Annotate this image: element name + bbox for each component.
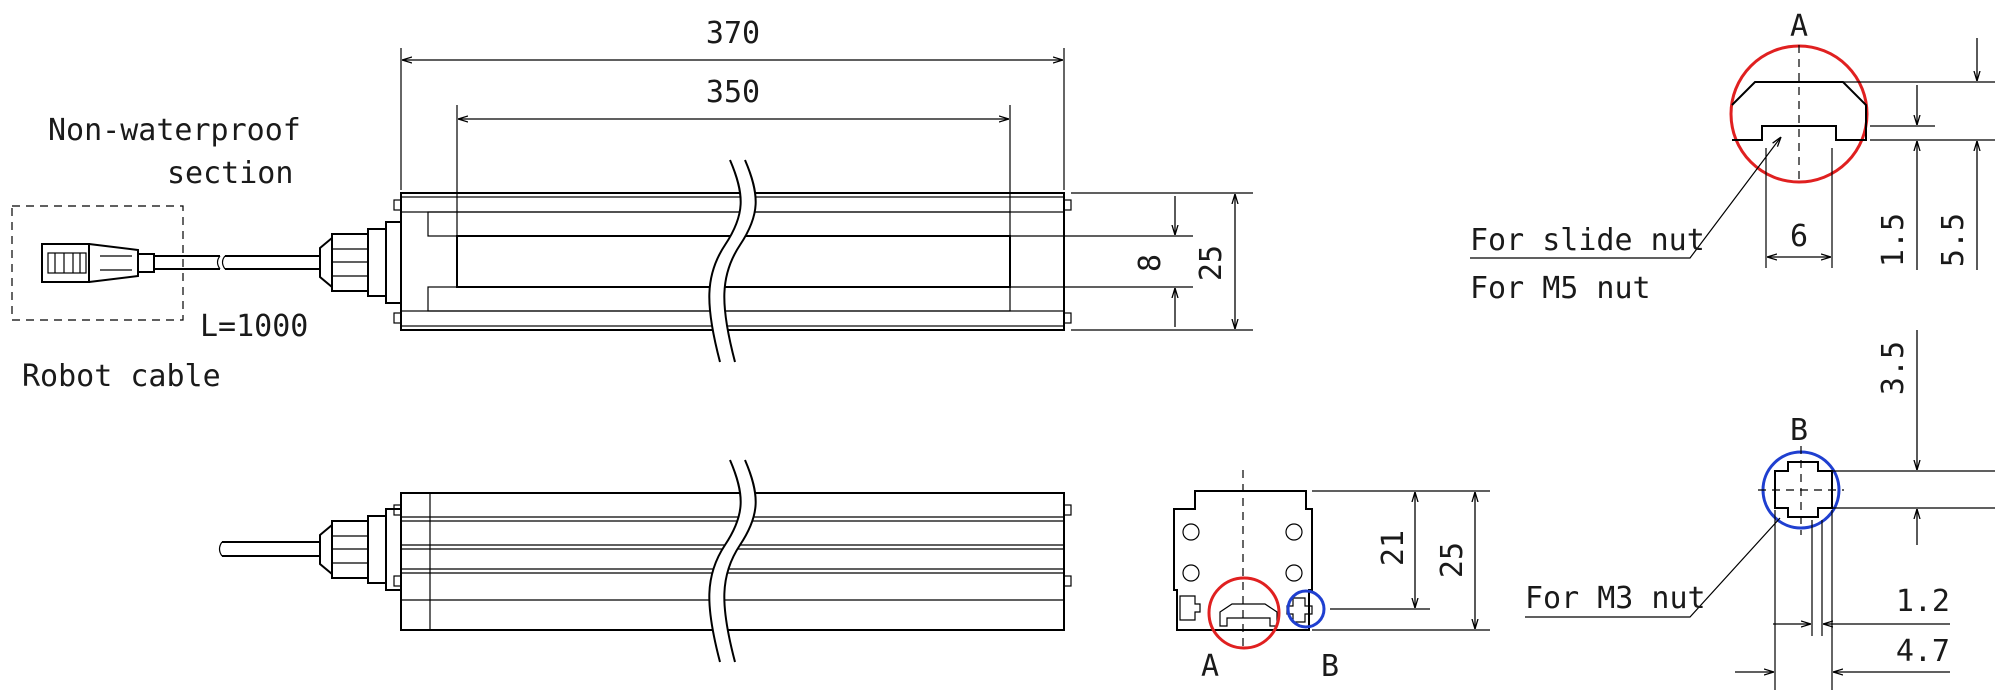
- dim-370-text: 370: [706, 16, 760, 51]
- side-break-mark: [708, 459, 757, 663]
- non-waterproof-label-line2: section: [167, 156, 293, 191]
- detail-a-view: [1470, 38, 1995, 270]
- side-housing: [393, 492, 1072, 631]
- text-layer: 370 350 8 25 21 25 Non-waterproof sectio…: [22, 9, 1971, 684]
- front-view: [11, 48, 1253, 363]
- for-m3-nut-label: For M3 nut: [1525, 581, 1706, 616]
- dim-4-7-text: 4.7: [1896, 634, 1950, 669]
- detail-b-view: [1525, 330, 1995, 690]
- detail-b-callout-circle: [1286, 589, 1326, 629]
- callout-b-label: B: [1321, 649, 1339, 684]
- dim-sensing-length: [456, 105, 1011, 236]
- dim-profile-height: [1071, 192, 1253, 331]
- dim-window-height: [1010, 196, 1193, 327]
- robot-cable-label: Robot cable: [22, 359, 221, 394]
- connector-icon: [41, 243, 155, 283]
- detail-a-label: A: [1790, 9, 1808, 44]
- dim-1-2-text: 1.2: [1896, 584, 1950, 619]
- detail-a-callout-circle: [1207, 576, 1281, 650]
- sensor-housing: [393, 192, 1072, 331]
- for-m5-nut-label: For M5 nut: [1470, 271, 1651, 306]
- non-waterproof-label-line1: Non-waterproof: [48, 113, 301, 148]
- dim-overall-length: [400, 48, 1065, 190]
- side-cable-gland: [319, 508, 402, 591]
- end-profile: [1173, 470, 1490, 650]
- connector-dashed-box: [11, 205, 184, 321]
- dim-21-text: 21: [1376, 530, 1411, 566]
- dim-5-5-text: 5.5: [1936, 213, 1971, 267]
- dim-1-5-text: 1.5: [1876, 213, 1911, 267]
- cable-gland: [319, 221, 402, 304]
- break-mark: [708, 159, 757, 363]
- dim-3-5-text: 3.5: [1876, 341, 1911, 395]
- side-cable: [218, 541, 320, 557]
- for-slide-nut-label: For slide nut: [1470, 223, 1705, 258]
- side-view: [218, 459, 1072, 663]
- dim-25-top-text: 25: [1194, 245, 1229, 281]
- dim-6-text: 6: [1790, 219, 1808, 254]
- dim-8-text: 8: [1133, 254, 1168, 272]
- dim-350-text: 350: [706, 75, 760, 110]
- cable-length-label: L=1000: [200, 309, 308, 344]
- detail-b-label: B: [1790, 413, 1808, 448]
- robot-cable-line: [154, 255, 320, 270]
- dim-25-side-text: 25: [1435, 542, 1470, 578]
- callout-a-label: A: [1201, 649, 1219, 684]
